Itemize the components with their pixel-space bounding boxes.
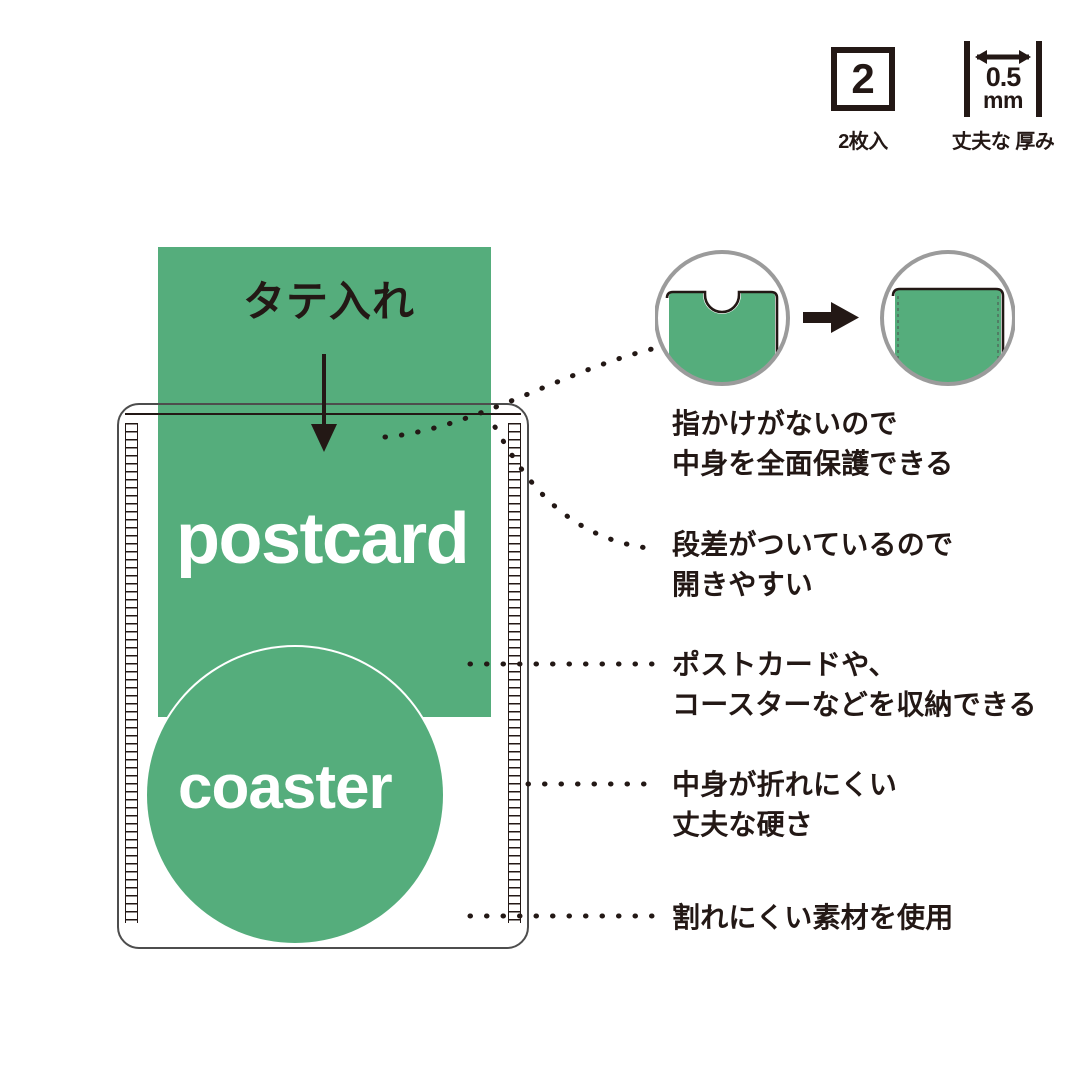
postcard-label: postcard bbox=[176, 499, 470, 579]
right-arrow-icon bbox=[803, 302, 859, 333]
note-storage: ポストカードや、 コースターなどを収納できる bbox=[672, 649, 1037, 720]
badge-thickness: 0.5 mm 丈夫な 厚み bbox=[948, 38, 1058, 198]
badge-group: 2 2枚入 0.5 mm bbox=[808, 38, 1058, 198]
badge-thickness-value: 0.5 bbox=[985, 62, 1022, 92]
badge-thickness-unit: mm bbox=[983, 86, 1023, 113]
vertical-insert-label: タテ入れ bbox=[243, 278, 416, 325]
coaster-insert-graphic bbox=[147, 647, 443, 943]
postcard-insert-graphic bbox=[158, 247, 491, 717]
note-unbreakable: 割れにくい素材を使用 bbox=[672, 902, 954, 933]
badge-thickness-caption: 丈夫な 厚み bbox=[951, 131, 1055, 153]
badge-quantity-value: 2 bbox=[851, 55, 875, 102]
note-no-bend: 中身が折れにくい 丈夫な硬さ bbox=[672, 769, 898, 840]
note-full-protection: 指かけがないので 中身を全面保護できる bbox=[672, 408, 954, 479]
thickness-arrow-icon: 0.5 mm bbox=[961, 38, 1045, 120]
badge-quantity-caption: 2枚入 bbox=[838, 131, 888, 153]
comparison-diagram bbox=[654, 248, 1016, 388]
coaster-label: coaster bbox=[178, 753, 393, 822]
note-step-easy-open: 段差がついているので 開きやすい bbox=[672, 529, 954, 600]
badge-quantity: 2 2枚入 bbox=[808, 38, 918, 198]
badge-thickness-value-group: 0.5 mm bbox=[961, 62, 1045, 113]
sleeve-seam-right bbox=[508, 423, 521, 923]
sleeve-top-edge bbox=[125, 413, 521, 415]
count-box-icon: 2 bbox=[831, 38, 895, 120]
thickness-measure-icon bbox=[964, 41, 1042, 117]
sleeve-seam-left bbox=[125, 423, 138, 923]
sleeve-full-cover bbox=[880, 250, 1016, 386]
sleeve-with-finger-notch bbox=[654, 250, 790, 386]
